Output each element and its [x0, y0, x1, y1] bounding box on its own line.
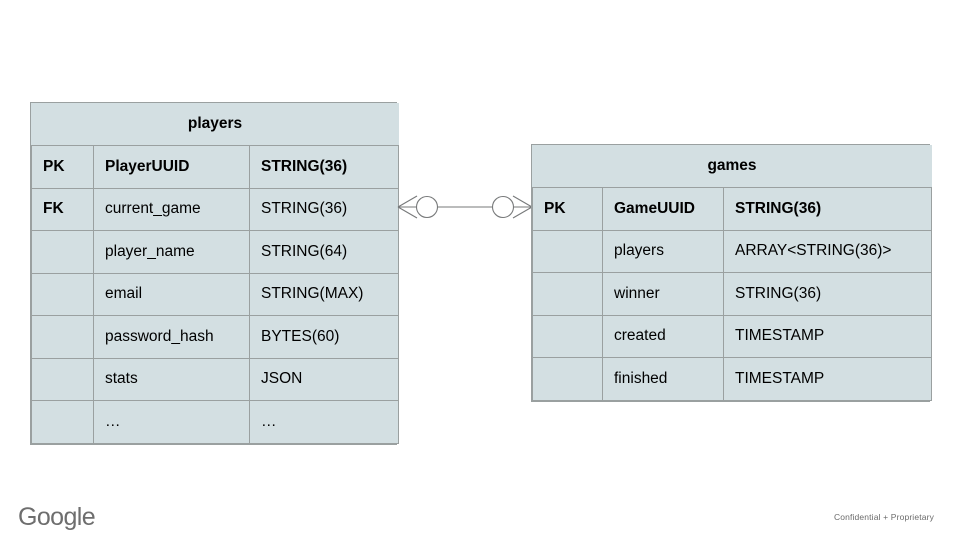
table-row[interactable]: created TIMESTAMP: [532, 314, 933, 358]
row-field-name: email: [93, 272, 250, 316]
players-table-grid: players PK PlayerUUID STRING(36) FK curr…: [31, 103, 400, 444]
table-row[interactable]: players ARRAY<STRING(36)>: [532, 229, 933, 273]
row-key-badge: FK: [31, 187, 94, 231]
row-key-badge: PK: [532, 187, 603, 231]
row-field-name: created: [602, 314, 724, 358]
row-field-name: finished: [602, 357, 724, 401]
row-field-type: TIMESTAMP: [722, 357, 933, 401]
row-field-type: STRING(36): [248, 187, 400, 231]
row-field-type: STRING(36): [722, 272, 933, 316]
confidential-proprietary-note: Confidential + Proprietary: [833, 512, 934, 522]
row-field-type: TIMESTAMP: [722, 314, 933, 358]
games-table-title: games: [532, 145, 932, 188]
row-field-type: STRING(36): [722, 187, 933, 231]
row-key-badge: [31, 230, 94, 274]
row-field-type: STRING(36): [248, 145, 400, 189]
row-field-type: …: [248, 400, 400, 444]
row-field-name: stats: [93, 357, 250, 401]
row-field-name: PlayerUUID: [93, 145, 250, 189]
row-field-name: password_hash: [93, 315, 250, 359]
row-field-type: ARRAY<STRING(36)>: [722, 229, 933, 273]
table-row[interactable]: player_name STRING(64): [31, 230, 400, 274]
table-row[interactable]: PK GameUUID STRING(36): [532, 187, 933, 231]
row-field-name: players: [602, 229, 724, 273]
table-title-row: players: [31, 103, 399, 146]
google-logo: Google: [18, 503, 96, 531]
table-row[interactable]: FK current_game STRING(36): [31, 187, 400, 231]
row-field-name: current_game: [93, 187, 250, 231]
table-row[interactable]: winner STRING(36): [532, 272, 933, 316]
crowsfoot-left-icon: [397, 195, 418, 219]
table-title-row: games: [532, 145, 932, 188]
cardinality-zero-left-icon: [415, 195, 439, 219]
row-field-type: STRING(MAX): [248, 272, 400, 316]
players-table-title: players: [31, 103, 399, 146]
row-key-badge: [532, 272, 603, 316]
row-field-type: STRING(64): [248, 230, 400, 274]
row-key-badge: [31, 315, 94, 359]
row-field-type: BYTES(60): [248, 315, 400, 359]
table-row[interactable]: PK PlayerUUID STRING(36): [31, 145, 400, 189]
er-table-players[interactable]: players PK PlayerUUID STRING(36) FK curr…: [30, 102, 400, 445]
table-row[interactable]: finished TIMESTAMP: [532, 357, 933, 401]
table-row-ellipsis[interactable]: … …: [31, 400, 400, 444]
row-field-name: winner: [602, 272, 724, 316]
row-key-badge: [31, 272, 94, 316]
games-table-grid: games PK GameUUID STRING(36) players ARR…: [532, 145, 933, 401]
table-row[interactable]: password_hash BYTES(60): [31, 315, 400, 359]
row-key-badge: [532, 314, 603, 358]
row-field-name: …: [93, 400, 250, 444]
row-field-name: GameUUID: [602, 187, 724, 231]
row-key-badge: [532, 357, 603, 401]
row-key-badge: [532, 229, 603, 273]
crowsfoot-right-icon: [512, 195, 533, 219]
row-field-type: JSON: [248, 357, 400, 401]
row-field-name: player_name: [93, 230, 250, 274]
row-key-badge: [31, 357, 94, 401]
relationship-connector-players-games[interactable]: [396, 186, 536, 228]
cardinality-zero-right-icon: [491, 195, 515, 219]
er-table-games[interactable]: games PK GameUUID STRING(36) players ARR…: [531, 144, 933, 402]
row-key-badge: [31, 400, 94, 444]
table-row[interactable]: email STRING(MAX): [31, 272, 400, 316]
table-row[interactable]: stats JSON: [31, 357, 400, 401]
row-key-badge: PK: [31, 145, 94, 189]
